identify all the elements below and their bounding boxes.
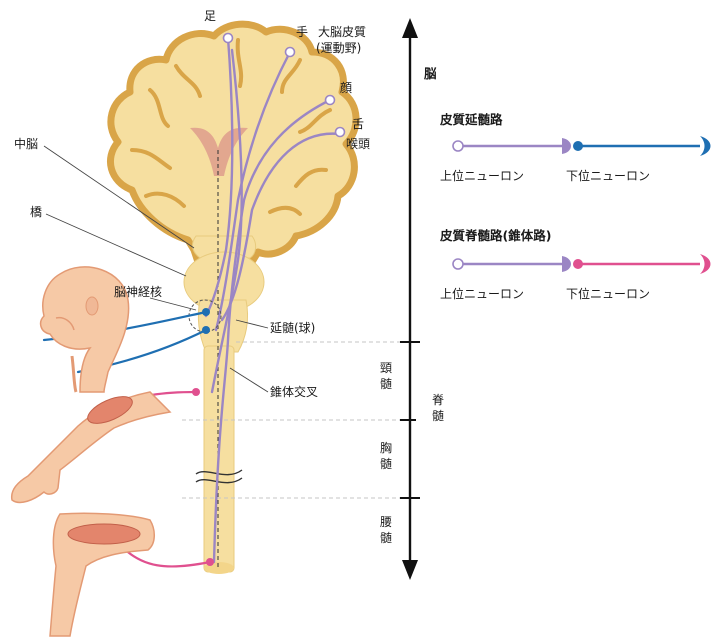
legend-spinal-title: 皮質脊髄路(錐体路) — [439, 228, 551, 243]
vertical-axis — [400, 18, 420, 580]
axis-lumbar: 腰髄 — [380, 515, 392, 545]
label-cortex-line1: 大脳皮質 — [318, 24, 366, 39]
label-midbrain: 中脳 — [14, 136, 38, 151]
axis-labels: 脳 脊髄 頸髄 胸髄 腰髄 — [380, 66, 444, 545]
label-decussation: 錐体交叉 — [270, 384, 318, 399]
neuron-hand — [286, 48, 295, 57]
leg-illustration — [50, 513, 154, 636]
label-cranial-nuclei: 脳神経核 — [114, 285, 162, 299]
legend-bulbar-lower: 下位ニューロン — [566, 168, 650, 183]
label-hand: 手 — [296, 25, 308, 39]
label-pons: 橋 — [30, 205, 42, 219]
legend-spinal-upper: 上位ニューロン — [440, 286, 524, 301]
legend-bulbar: 皮質延髄路 上位ニューロン 下位ニューロン — [439, 112, 711, 183]
label-cortex-line2: (運動野) — [316, 41, 361, 55]
medulla-shape — [198, 300, 247, 352]
arm-illustration — [12, 391, 170, 502]
legend-bulbar-title: 皮質延髄路 — [439, 112, 503, 127]
neuron-foot — [224, 34, 233, 43]
neuron-tongue — [336, 128, 345, 137]
thigh-muscle — [68, 524, 140, 544]
neuron-face — [326, 96, 335, 105]
legend-bulbar-upper: 上位ニューロン — [440, 168, 524, 183]
label-foot: 足 — [204, 9, 216, 23]
axis-thoracic: 胸髄 — [380, 440, 392, 471]
axis-spinal: 脊髄 — [432, 393, 444, 423]
axis-brain: 脳 — [424, 66, 437, 81]
label-jaw: 顔 — [340, 80, 352, 95]
label-larynx: 喉頭 — [346, 137, 370, 151]
axis-cervical: 頸髄 — [380, 361, 392, 391]
label-tongue: 舌 — [352, 117, 364, 131]
legend-spinal-lower: 下位ニューロン — [566, 286, 650, 301]
legend-spinal: 皮質脊髄路(錐体路) 上位ニューロン 下位ニューロン — [439, 228, 711, 301]
label-medulla: 延髄(球) — [270, 320, 315, 335]
